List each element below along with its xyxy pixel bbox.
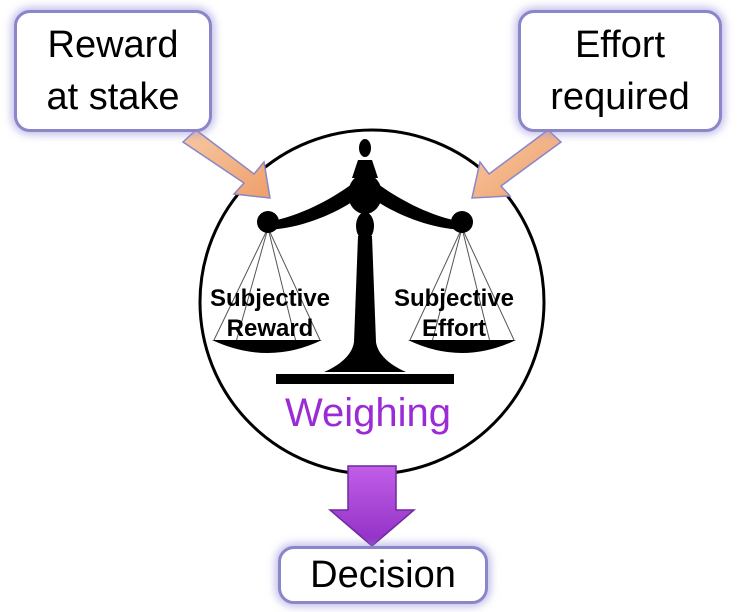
effort-box-line2: required	[550, 76, 690, 118]
reward-box-line2: at stake	[46, 76, 180, 118]
decision-output-arrow	[327, 465, 417, 547]
right-pan-label-line1: Subjective	[394, 285, 514, 312]
reward-at-stake-box: Reward at stake	[14, 10, 212, 132]
weighing-caption: Weighing	[285, 391, 451, 435]
decision-box: Decision	[278, 546, 488, 604]
effort-required-box: Effort required	[518, 10, 722, 132]
balance-scale-icon	[212, 139, 516, 384]
effort-input-arrow	[471, 129, 563, 199]
reward-box-line1: Reward	[47, 24, 179, 66]
effort-box-line1: Effort	[574, 24, 666, 66]
reward-input-arrow	[181, 129, 271, 199]
right-pan-label-line2: Effort	[422, 315, 486, 342]
left-pan-label-line1: Subjective	[210, 285, 330, 312]
decision-label: Decision	[310, 554, 456, 596]
left-pan-label-line2: Reward	[227, 315, 314, 342]
